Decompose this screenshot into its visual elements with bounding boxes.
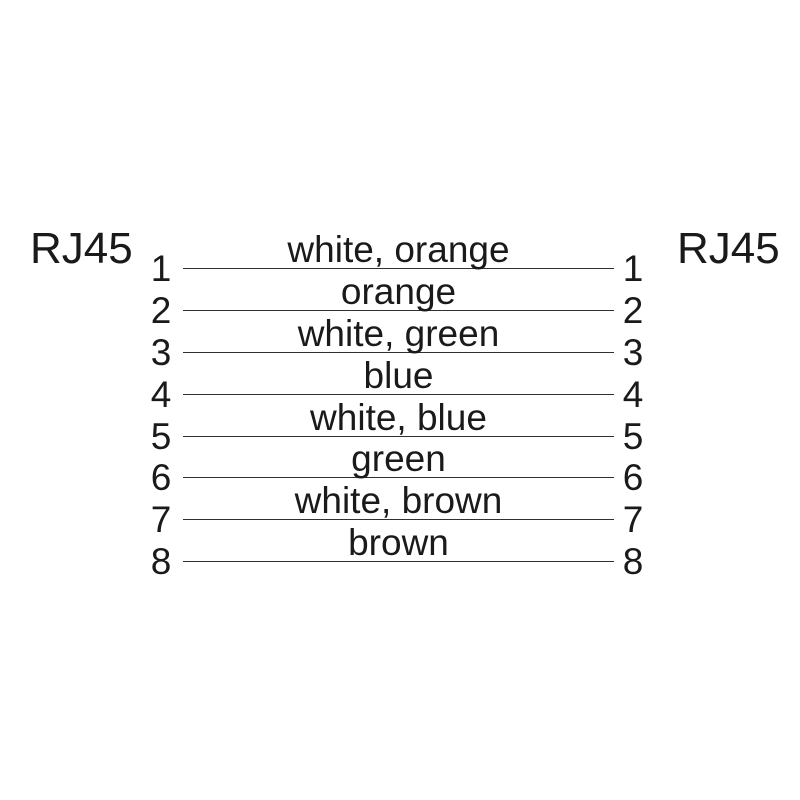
wire-color-label: green [351,438,446,479]
pin-number-right: 8 [622,541,644,582]
wire-color-label: white, blue [310,397,487,438]
pin-number-left: 4 [150,374,172,415]
wire-color-label: orange [340,271,457,312]
wire-line [183,519,614,520]
connector-label-right: RJ45 [677,224,780,273]
wire-line [183,477,614,478]
pin-number-left: 8 [150,541,172,582]
wire-color-label: brown [348,522,449,563]
pin-number-right: 7 [622,499,644,540]
wire-line [183,561,614,562]
pin-number-left: 1 [150,248,172,289]
wire-line [183,394,614,395]
pin-number-right: 6 [622,457,644,498]
wire-line [183,268,614,269]
pin-number-right: 1 [622,248,644,289]
wire-color-label: white, green [297,313,500,354]
pin-number-left: 7 [150,499,172,540]
wire-color-label: blue [363,355,434,396]
pin-number-right: 2 [622,290,644,331]
pin-number-left: 6 [150,457,172,498]
wire-line [183,310,614,311]
connector-label-left: RJ45 [30,224,133,273]
wire-color-label: white, orange [287,229,510,270]
pin-number-right: 3 [622,332,644,373]
pin-number-right: 4 [622,374,644,415]
wire-line [183,352,614,353]
pin-number-left: 5 [150,416,172,457]
wire-line [183,436,614,437]
pin-number-left: 2 [150,290,172,331]
pin-number-left: 3 [150,332,172,373]
wire-color-label: white, brown [294,480,503,521]
pin-number-right: 5 [622,416,644,457]
